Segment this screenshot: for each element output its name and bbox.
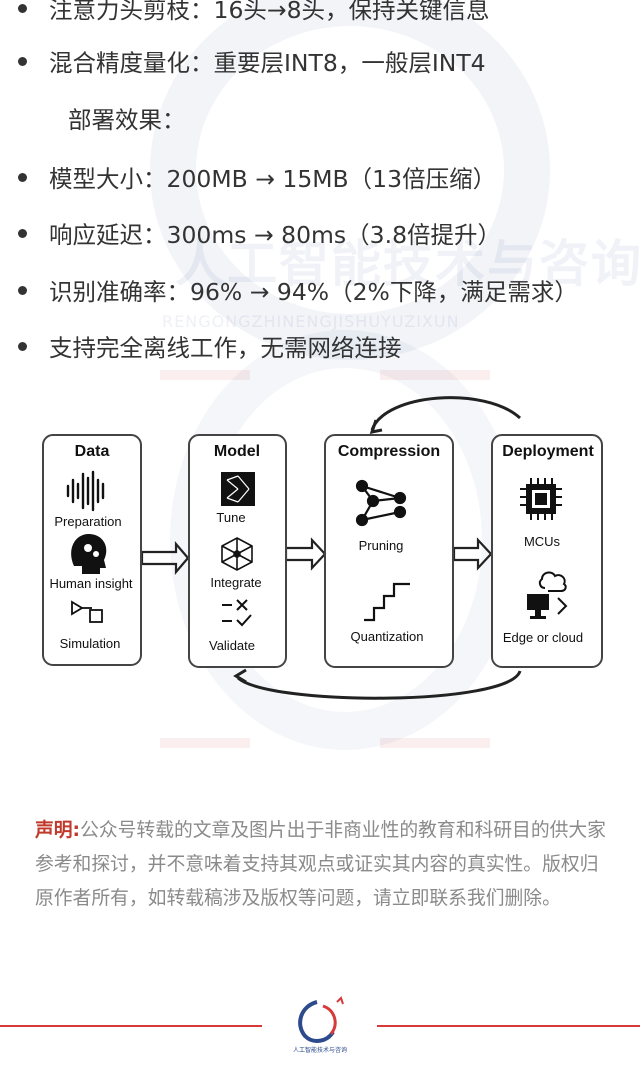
- waveform-icon: [66, 470, 105, 512]
- watermark-bar: [380, 738, 490, 748]
- pruning-icon: [355, 479, 407, 527]
- list-item: 模型大小：200MB → 15MB（13倍压缩）: [18, 157, 496, 197]
- watermark-bar: [160, 738, 250, 748]
- stage-deployment-title: Deployment: [502, 443, 594, 460]
- bullet-dot: [18, 3, 27, 13]
- data-item-simulation: Simulation: [60, 636, 121, 651]
- deployment-item-mcus: MCUs: [524, 534, 561, 549]
- data-item-human-insight: Human insight: [49, 576, 132, 591]
- list-item-text: 支持完全离线工作，无需网络连接: [49, 334, 402, 362]
- model-item-validate: Validate: [209, 638, 255, 653]
- stage-model: Model Tune Integrate Validate: [188, 434, 287, 668]
- stage-data-title: Data: [75, 443, 110, 460]
- deploy-result-heading: 部署效果：: [68, 106, 186, 134]
- stage-compression-title: Compression: [338, 443, 440, 460]
- list-item-text: 混合精度量化：重要层INT8，一般层INT4: [49, 49, 486, 77]
- arrow-model-compression: [284, 537, 327, 571]
- simulation-icon: [71, 600, 103, 623]
- validate-check-icon: [222, 599, 252, 627]
- loop-arrow-bottom: [237, 670, 522, 700]
- list-item-text: 识别准确率：96% → 94%（2%下降，满足需求）: [49, 278, 578, 306]
- list-item-text: 响应延迟：300ms → 80ms（3.8倍提升）: [49, 221, 502, 249]
- list-item-text: 模型大小：200MB → 15MB（13倍压缩）: [49, 165, 497, 193]
- footer-divider-right: [377, 1025, 640, 1027]
- list-item: 响应延迟：300ms → 80ms（3.8倍提升）: [18, 213, 501, 253]
- stage-deployment: Deployment MCUs Edge or cloud: [491, 434, 603, 668]
- list-item: 支持完全离线工作，无需网络连接: [18, 326, 402, 366]
- arrow-data-model: [140, 541, 190, 575]
- list-item: 混合精度量化：重要层INT8，一般层INT4: [18, 41, 486, 81]
- loop-arrow-top: [370, 396, 522, 431]
- cloud-sync-icon: [527, 571, 568, 619]
- model-item-tune: Tune: [216, 510, 245, 525]
- bullet-dot: [18, 285, 27, 295]
- watermark-subtitle: RENGONGZHINENGJISHUYUZIXUN: [162, 312, 460, 331]
- deployment-item-edge-or-cloud: Edge or cloud: [503, 630, 583, 645]
- list-item: 识别准确率：96% → 94%（2%下降，满足需求）: [18, 270, 578, 310]
- bullet-dot: [18, 341, 27, 351]
- footer-divider-left: [0, 1025, 262, 1027]
- bullet-dot: [18, 172, 27, 182]
- stage-data: Data Preparation Human insight Simulatio…: [42, 434, 142, 666]
- copyright-declaration: 声明:公众号转载的文章及图片出于非商业性的教育和科研目的供大家参考和探讨，并不意…: [35, 814, 615, 916]
- loop-arrow-bottom-head: [233, 668, 247, 684]
- stage-model-title: Model: [214, 443, 260, 460]
- compression-item-quantization: Quantization: [351, 629, 424, 644]
- list-item: 注意力头剪枝：16头→8头，保持关键信息: [18, 0, 490, 28]
- stage-compression: Compression Pruning Quantization: [324, 434, 454, 668]
- list-item-text: 注意力头剪枝：16头→8头，保持关键信息: [49, 0, 490, 24]
- mesh-network-icon: [221, 537, 253, 571]
- declaration-text: 公众号转载的文章及图片出于非商业性的教育和科研目的供大家参考和探讨，并不意味着支…: [35, 820, 606, 909]
- declaration-label: 声明:: [35, 820, 81, 841]
- bullet-dot: [18, 228, 27, 238]
- bullet-dot: [18, 56, 27, 66]
- logo-caption: 人工智能技术与咨询: [293, 1046, 347, 1054]
- microchip-icon: [520, 478, 562, 520]
- stage-arrows: [140, 537, 493, 575]
- brand-logo-icon: 人工智能技术与咨询: [293, 996, 347, 1054]
- data-item-preparation: Preparation: [54, 514, 121, 529]
- pipeline-diagram: Data Preparation Human insight Simulatio…: [42, 396, 603, 700]
- watermark-bar: [160, 370, 250, 380]
- human-head-icon: [71, 533, 107, 574]
- arrow-compression-deployment: [452, 537, 493, 571]
- quantization-steps-icon: [364, 582, 410, 622]
- watermark-title: 人工智能技术与咨询: [175, 235, 640, 293]
- model-item-integrate: Integrate: [210, 575, 261, 590]
- neural-net-icon: [221, 472, 255, 506]
- loop-arrow-top-head: [369, 419, 383, 434]
- compression-item-pruning: Pruning: [359, 538, 404, 553]
- watermark-bar: [380, 370, 490, 380]
